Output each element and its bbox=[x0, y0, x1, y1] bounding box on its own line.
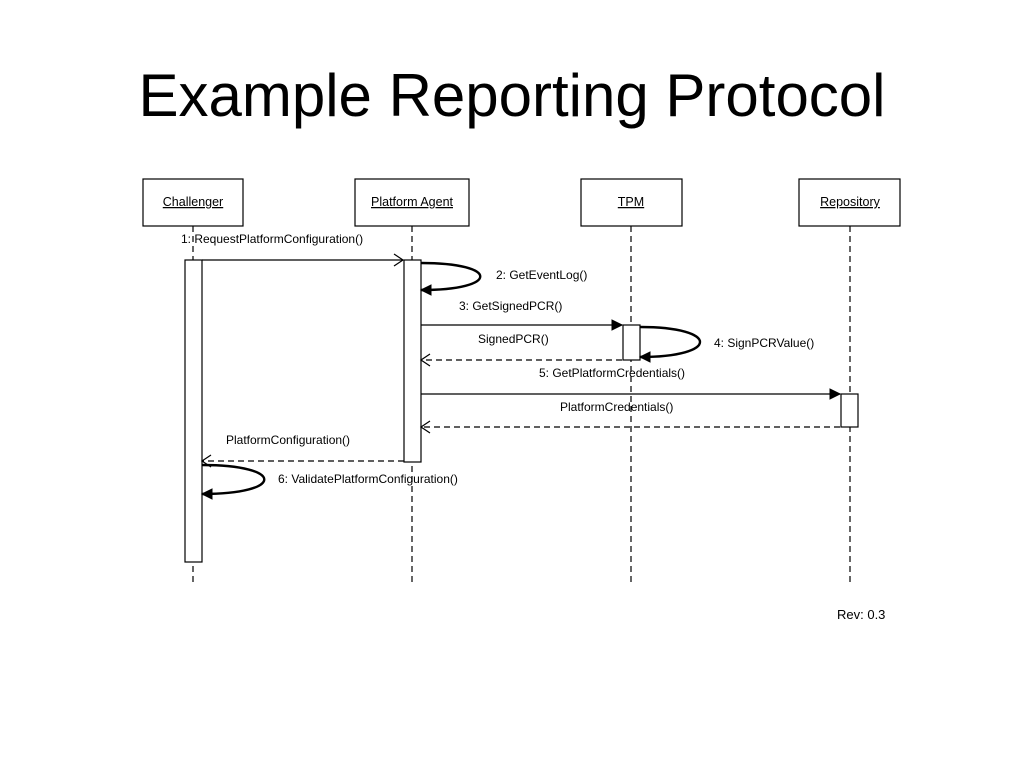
participant-label: Challenger bbox=[163, 195, 223, 209]
participant-label: Platform Agent bbox=[371, 195, 454, 209]
message-label: PlatformConfiguration() bbox=[226, 433, 350, 447]
revision-label: Rev: 0.3 bbox=[837, 607, 886, 622]
participant-label: TPM bbox=[618, 195, 644, 209]
message-label: 6: ValidatePlatformConfiguration() bbox=[278, 472, 458, 486]
message-label: 3: GetSignedPCR() bbox=[459, 299, 562, 313]
message-platform-credentials: PlatformCredentials() bbox=[419, 400, 840, 434]
slide-title: Example Reporting Protocol bbox=[138, 62, 886, 129]
message-1: 1: RequestPlatformConfiguration() bbox=[181, 232, 405, 267]
message-2: 2: GetEventLog() bbox=[419, 261, 587, 296]
message-6: 6: ValidatePlatformConfiguration() bbox=[200, 463, 458, 500]
participant-platform-agent: Platform Agent bbox=[354, 178, 470, 227]
message-signed-pcr: SignedPCR() bbox=[419, 332, 622, 367]
message-platform-configuration: PlatformConfiguration() bbox=[200, 433, 404, 468]
message-3: 3: GetSignedPCR() bbox=[421, 299, 624, 331]
message-5: 5: GetPlatformCredentials() bbox=[421, 366, 842, 400]
message-4: 4: SignPCRValue() bbox=[638, 325, 814, 363]
message-label: PlatformCredentials() bbox=[560, 400, 673, 414]
activation-challenger bbox=[184, 259, 203, 563]
activation-platform-agent bbox=[403, 259, 422, 463]
message-label: 1: RequestPlatformConfiguration() bbox=[181, 232, 363, 246]
message-label: 2: GetEventLog() bbox=[496, 268, 587, 282]
participant-label: Repository bbox=[820, 195, 880, 209]
message-label: SignedPCR() bbox=[478, 332, 549, 346]
message-label: 4: SignPCRValue() bbox=[714, 336, 814, 350]
activation-repository bbox=[840, 393, 859, 428]
message-label: 5: GetPlatformCredentials() bbox=[539, 366, 685, 380]
participant-tpm: TPM bbox=[580, 178, 683, 227]
participant-challenger: Challenger bbox=[142, 178, 244, 227]
participant-repository: Repository bbox=[798, 178, 901, 227]
activation-tpm bbox=[622, 324, 641, 361]
